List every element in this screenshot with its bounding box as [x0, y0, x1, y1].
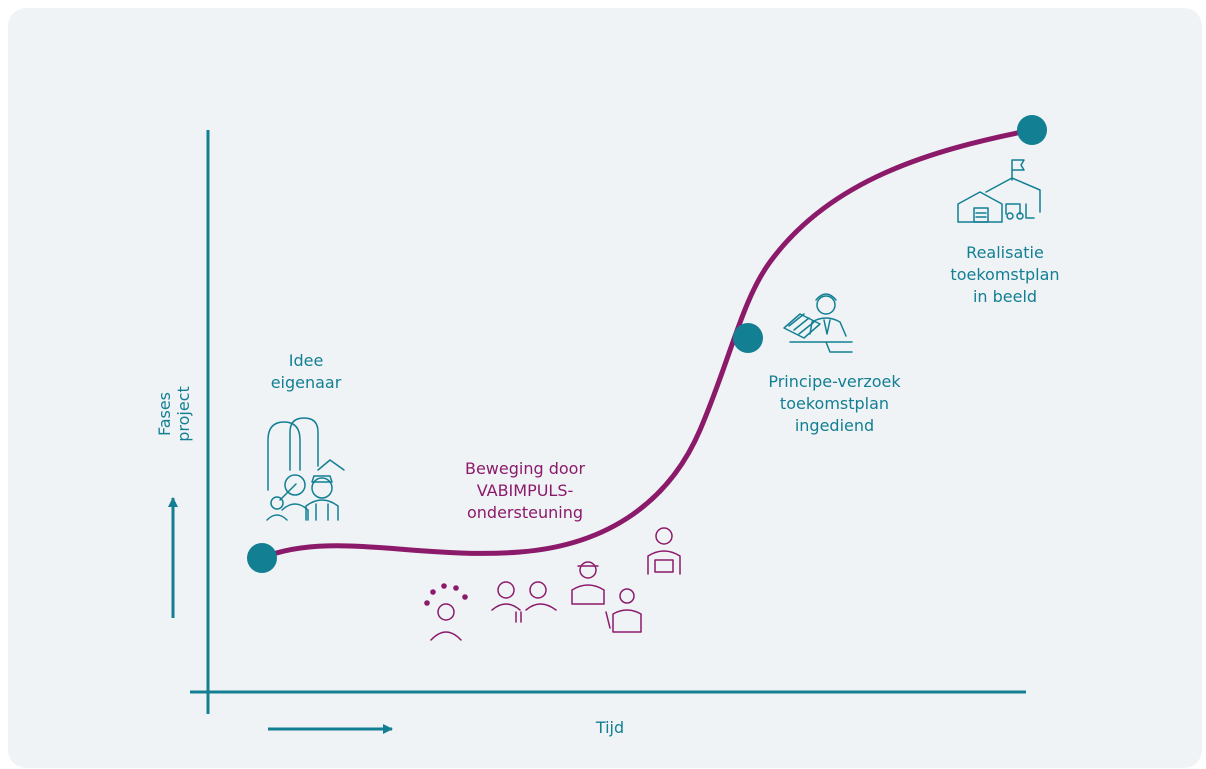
milestone-label-idee: Idee eigenaar: [270, 351, 342, 392]
milestone-dot-realisatie: [1017, 115, 1047, 145]
growth-curve: [259, 127, 1035, 561]
y-axis-label: Fases project: [155, 386, 193, 442]
farm-family-icon: [266, 417, 345, 521]
x-axis-label: Tijd: [595, 718, 625, 737]
farm-buildings-icon: [957, 159, 1041, 223]
milestone-label-beweging: Beweging door VABIMPULS- ondersteuning: [464, 459, 586, 522]
people-group-icon: [424, 527, 681, 641]
milestone-dot-start: [247, 543, 277, 573]
milestone-label-principe: Principe-verzoek toekomstplan ingediend: [768, 372, 901, 435]
milestone-label-realisatie: Realisatie toekomstplan in beeld: [950, 243, 1060, 306]
milestone-dot-principe: [733, 323, 763, 353]
person-at-desk-icon: [783, 293, 853, 353]
